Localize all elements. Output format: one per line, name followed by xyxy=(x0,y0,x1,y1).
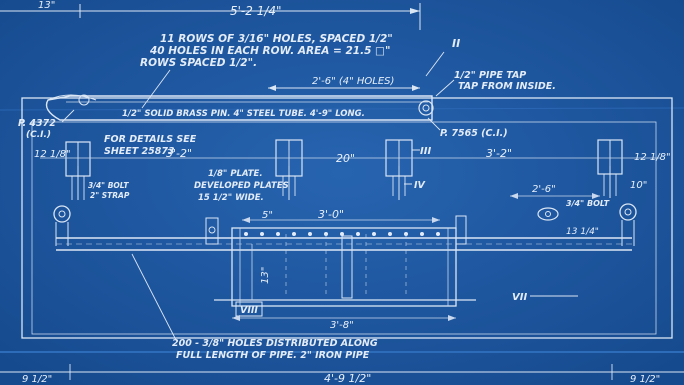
tank-inner-frame xyxy=(31,121,657,335)
dim-holes-span: 2'-6" (4" HOLES) xyxy=(312,76,394,87)
hanger-right xyxy=(597,139,623,198)
paper-crease xyxy=(0,107,684,111)
right-mid-dimension xyxy=(510,193,600,199)
dim-bottom-right: 9 1/2" xyxy=(630,374,660,385)
note-pattern-left-line1: P. 4372 xyxy=(18,118,56,129)
right-pipe-fitting xyxy=(619,203,637,246)
dim-inner-left: 5" xyxy=(262,210,273,221)
dim-top-overall: 5'-2 1/4" xyxy=(230,4,282,18)
tank-outer-frame xyxy=(21,97,673,339)
leader-bottom xyxy=(131,253,177,341)
left-pipe-fitting xyxy=(53,205,71,246)
note-strap-line2: 2" STRAP xyxy=(90,191,130,200)
note-bottom-line1: 200 - 3/8" HOLES DISTRIBUTED ALONG xyxy=(172,338,378,349)
inner-span-dimension xyxy=(242,217,440,223)
note-holes-line2: 40 HOLES IN EACH ROW. AREA = 21.5 □" xyxy=(149,45,390,57)
leader-pattern-right xyxy=(427,117,441,131)
dim-center: 20" xyxy=(336,152,355,165)
bottom-inner-dimension xyxy=(232,315,456,321)
leader-pattern-left xyxy=(61,109,75,123)
section-mark-vii: VII xyxy=(512,292,527,303)
spacing-dimension-row xyxy=(40,150,660,166)
note-pipe-tap-line1: 1/2" PIPE TAP xyxy=(454,70,526,81)
note-tube: 1/2" SOLID BRASS PIN. 4" STEEL TUBE. 4'-… xyxy=(122,109,365,119)
dim-bottom-left: 9 1/2" xyxy=(22,374,52,385)
note-details-line1: FOR DETAILS SEE xyxy=(104,134,197,145)
dim-bottom-inner: 3'-8" xyxy=(330,320,354,331)
dim-right-end: 12 1/8" xyxy=(634,152,671,163)
dim-left-end: 12 1/8" xyxy=(34,149,71,160)
note-bolt-line1: 3/4" BOLT xyxy=(566,199,610,208)
note-plate-line1: 1/8" PLATE. xyxy=(208,169,263,179)
dim-right-inner: 10" xyxy=(630,180,647,191)
perforated-pipe xyxy=(56,237,632,251)
bottom-overall-dimension xyxy=(0,364,684,380)
note-pattern-right: P. 7565 (C.I.) xyxy=(440,128,508,139)
top-tube xyxy=(45,94,434,121)
section-mark-viii-box xyxy=(235,301,263,317)
section-cut-ii xyxy=(425,51,445,77)
section-mark-viii: VIII xyxy=(240,305,258,316)
dim-bottom-overall: 4'-9 1/2" xyxy=(324,372,371,385)
pipe-holes xyxy=(244,232,440,236)
inner-tank xyxy=(214,227,476,307)
section-mark-ii-top: II xyxy=(452,37,460,50)
note-pipe-tap-line2: TAP FROM INSIDE. xyxy=(458,81,556,92)
section-mark-iii: III xyxy=(420,146,431,157)
dim-inner-span: 3'-0" xyxy=(318,208,344,221)
dim-right-mid: 2'-6" xyxy=(532,184,556,195)
dim-vertical: 13" xyxy=(260,267,271,284)
holes-span-dimension xyxy=(268,85,420,91)
dim-left-spacing: 3'-2" xyxy=(166,147,192,160)
note-plate-line3: 15 1/2" WIDE. xyxy=(198,193,264,203)
note-plate-line2: DEVELOPED PLATES xyxy=(194,181,289,191)
top-dimension-line xyxy=(0,3,421,30)
note-details-line2: SHEET 25873 xyxy=(104,146,175,157)
dim-top-left: 13" xyxy=(38,0,55,11)
section-mark-iv: IV xyxy=(414,180,426,191)
note-pattern-left-line2: (C.I.) xyxy=(26,130,51,140)
dim-small-right: 13 1/4" xyxy=(566,227,599,237)
note-holes-line3: ROWS SPACED 1/2". xyxy=(140,57,257,69)
leader-pipe-tap xyxy=(435,79,455,97)
note-bottom-line2: FULL LENGTH OF PIPE. 2" IRON PIPE xyxy=(176,350,370,361)
dim-right-spacing: 3'-2" xyxy=(486,147,512,160)
bolt-fitting-right xyxy=(537,207,559,221)
note-strap-line1: 3/4" BOLT xyxy=(88,181,129,190)
note-holes-line1: 11 ROWS OF 3/16" HOLES, SPACED 1/2" xyxy=(160,33,393,45)
